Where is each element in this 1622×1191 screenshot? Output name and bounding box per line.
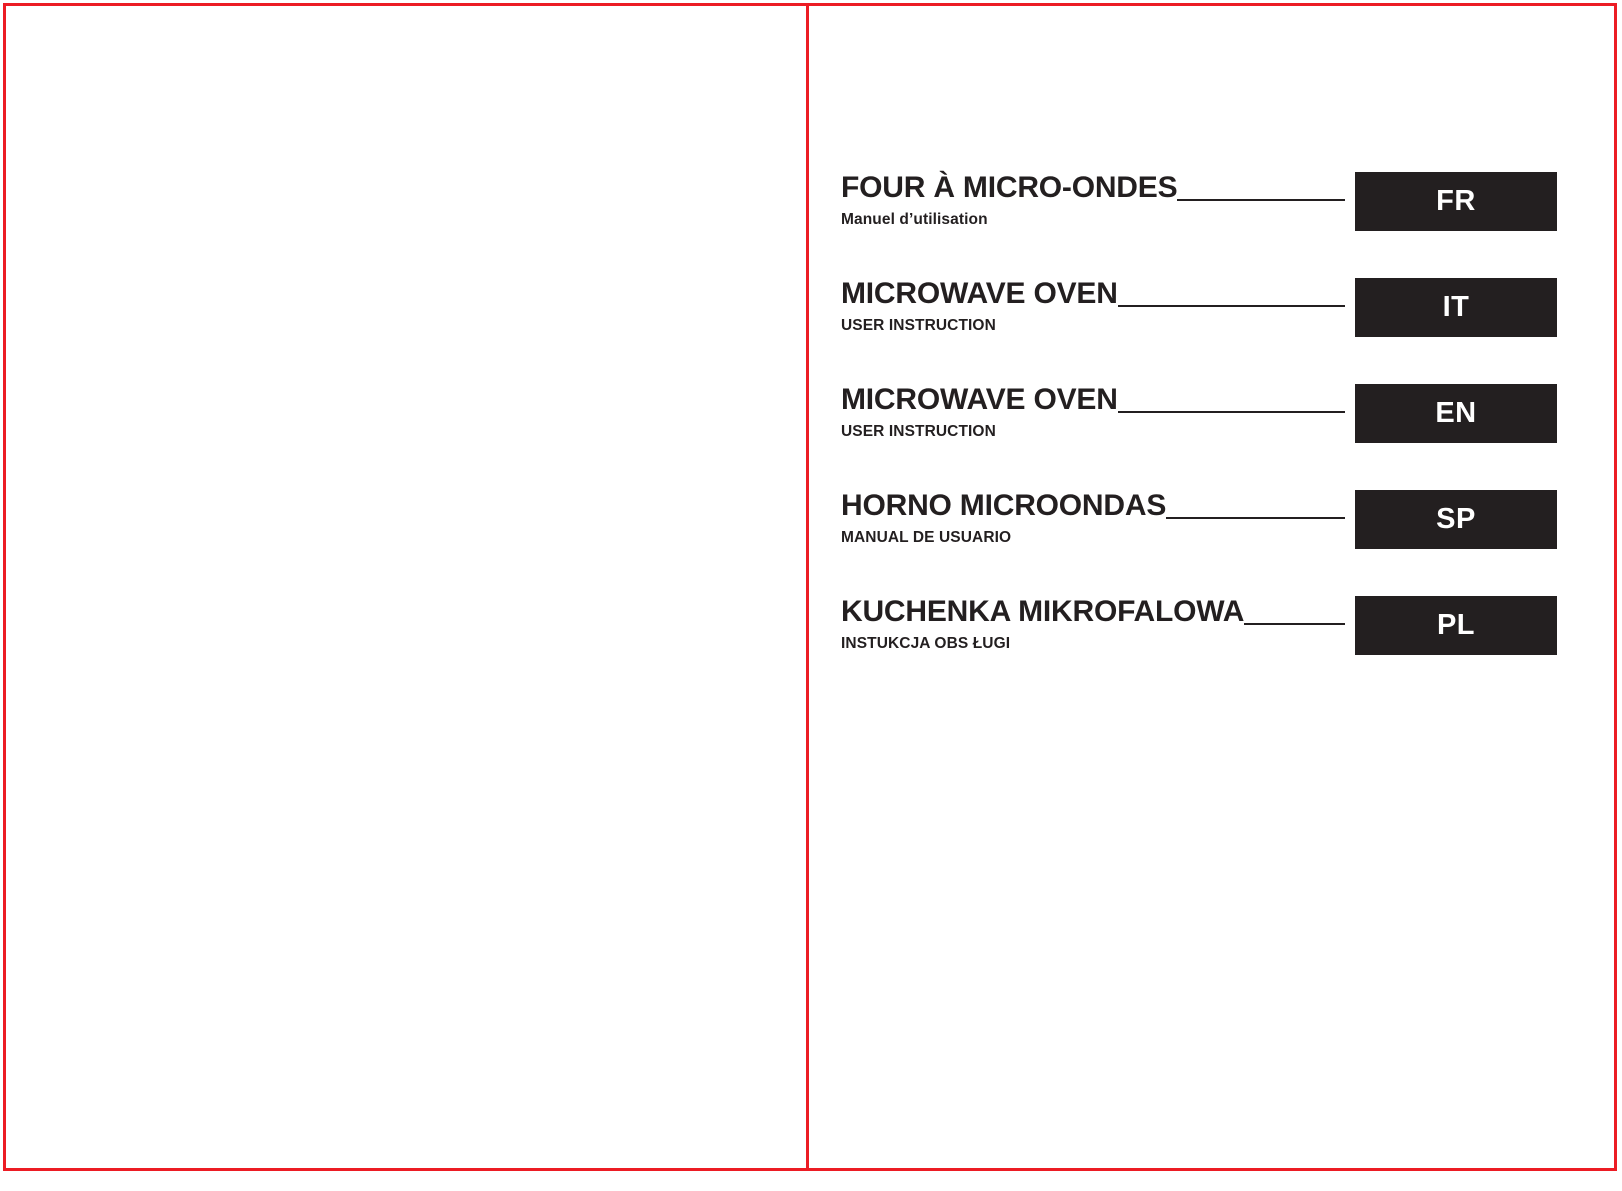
language-title-row-pl: KUCHENKA MIKROFALOWA — [841, 587, 1557, 629]
language-title-it: MICROWAVE OVEN — [841, 277, 1118, 310]
language-title-row-en: MICROWAVE OVEN — [841, 375, 1557, 417]
language-subtitle-sp: MANUAL DE USUARIO — [841, 529, 1012, 546]
language-badge-sp: SP — [1355, 490, 1557, 549]
leader-line-it — [1117, 305, 1345, 307]
language-entry-fr: FOUR À MICRO-ONDES FR Manuel d’utilisati… — [841, 163, 1557, 234]
language-subtitle-en: USER INSTRUCTION — [841, 423, 996, 440]
page-border-left — [3, 3, 6, 1171]
language-list: FOUR À MICRO-ONDES FR Manuel d’utilisati… — [841, 163, 1557, 693]
language-badge-it: IT — [1355, 278, 1557, 337]
language-subtitle-pl: INSTUKCJA OBS ŁUGI — [841, 635, 1011, 652]
language-badge-fr: FR — [1355, 172, 1557, 231]
leader-line-fr — [1177, 199, 1345, 201]
language-title-row-it: MICROWAVE OVEN — [841, 269, 1557, 311]
page-border-bottom — [3, 1168, 1617, 1171]
language-title-row-fr: FOUR À MICRO-ONDES — [841, 163, 1557, 205]
language-title-pl: KUCHENKA MIKROFALOWA — [841, 595, 1245, 628]
language-title-fr: FOUR À MICRO-ONDES — [841, 171, 1178, 204]
language-entry-en: MICROWAVE OVEN EN USER INSTRUCTION — [841, 375, 1557, 446]
leader-line-en — [1117, 411, 1345, 413]
language-subtitle-it: USER INSTRUCTION — [841, 317, 996, 334]
language-subtitle-fr: Manuel d’utilisation — [841, 211, 988, 228]
leader-line-pl — [1244, 623, 1345, 625]
language-entry-sp: HORNO MICROONDAS SP MANUAL DE USUARIO — [841, 481, 1557, 552]
language-title-en: MICROWAVE OVEN — [841, 383, 1118, 416]
language-badge-pl: PL — [1355, 596, 1557, 655]
language-title-sp: HORNO MICROONDAS — [841, 489, 1167, 522]
page-center-divider — [806, 3, 809, 1171]
page-border-right — [1614, 3, 1617, 1171]
language-badge-en: EN — [1355, 384, 1557, 443]
page-border-top — [3, 3, 1617, 6]
language-entry-it: MICROWAVE OVEN IT USER INSTRUCTION — [841, 269, 1557, 340]
language-title-row-sp: HORNO MICROONDAS — [841, 481, 1557, 523]
leader-line-sp — [1166, 517, 1345, 519]
language-entry-pl: KUCHENKA MIKROFALOWA PL INSTUKCJA OBS ŁU… — [841, 587, 1557, 658]
